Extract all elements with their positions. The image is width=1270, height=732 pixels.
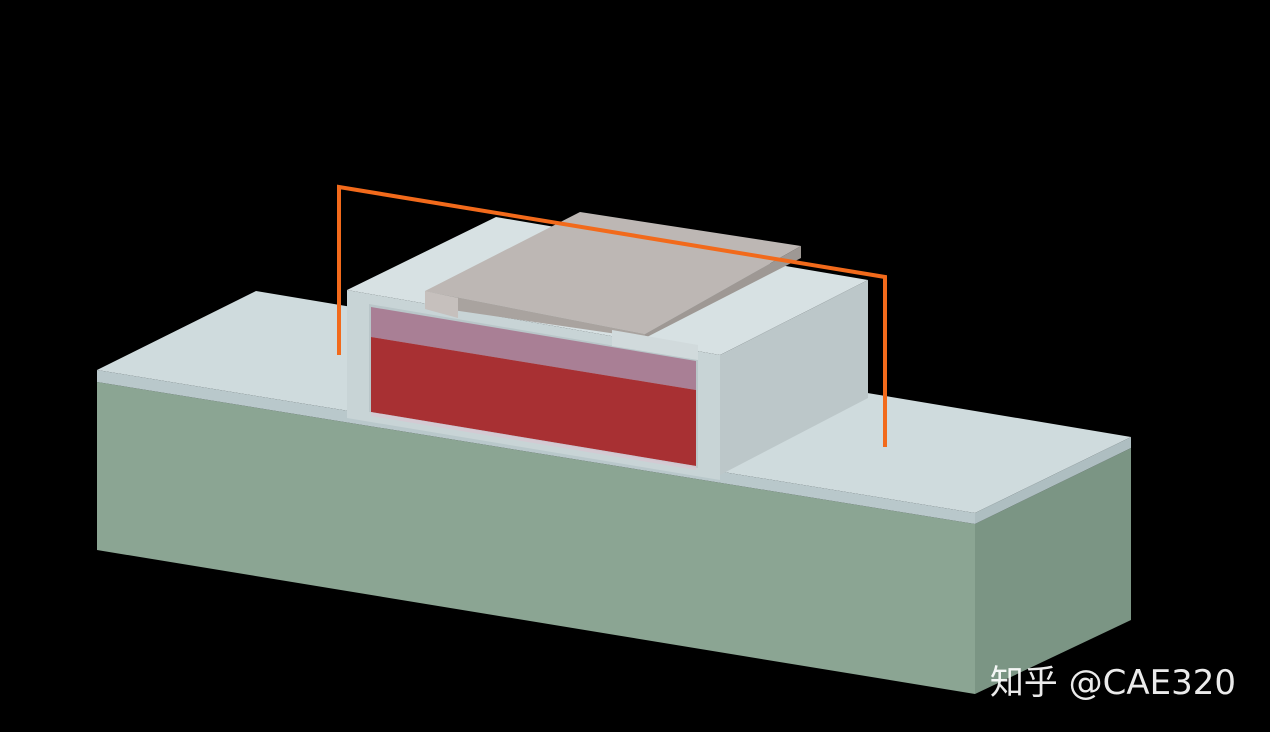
red-charge-layer	[371, 337, 696, 466]
gate-plate-top	[425, 212, 801, 334]
external-wire	[337, 184, 887, 447]
gate-plate-side-edge	[645, 246, 801, 338]
gate-block-side	[720, 280, 868, 475]
stack-bottom-line	[371, 412, 696, 470]
substrate-side-face	[975, 448, 1131, 694]
gate-plate-left-tab	[425, 291, 458, 318]
watermark-text: 知乎 @CAE320	[989, 663, 1236, 703]
pink-dielectric-layer	[371, 307, 696, 390]
gate-plate-right-tab	[612, 330, 698, 360]
oxide-side-edge	[975, 437, 1131, 524]
gate-plate-front-edge	[425, 291, 645, 338]
substrate-front-face	[97, 382, 975, 694]
